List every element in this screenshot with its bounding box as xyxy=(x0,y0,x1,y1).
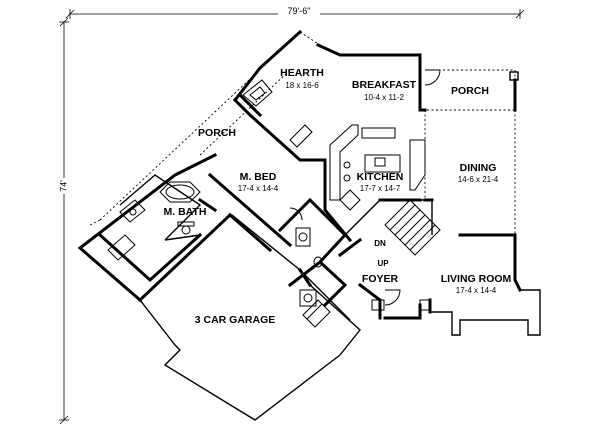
master-bath-fixtures xyxy=(107,199,195,261)
dining-label: DINING xyxy=(460,162,497,174)
master-bed-label: M. BED xyxy=(240,171,277,183)
master-tub xyxy=(159,181,201,203)
hearth-label: HEARTH xyxy=(280,67,324,79)
living-room-size: 17-4 x 14-4 xyxy=(456,286,497,295)
stairs-up-label: UP xyxy=(377,259,389,268)
breakfast-size: 10-4 x 11-2 xyxy=(364,93,404,102)
master-bed-size: 17-4 x 14-4 xyxy=(238,184,279,193)
hearth-size: 18 x 16-6 xyxy=(285,81,319,90)
width-label: 79'-6" xyxy=(288,6,311,16)
living-room-label: LIVING ROOM xyxy=(441,273,512,285)
garage-label: 3 CAR GARAGE xyxy=(195,314,276,326)
hearth-fireplace xyxy=(242,79,273,107)
kitchen-counters xyxy=(329,124,426,211)
porch-outlines xyxy=(89,31,516,235)
kitchen-label: KITCHEN xyxy=(357,171,404,183)
staircase xyxy=(384,199,441,256)
porch-right-label: PORCH xyxy=(451,85,489,97)
foyer-label: FOYER xyxy=(362,273,399,285)
utility-fixtures xyxy=(295,227,323,307)
foyer-doors xyxy=(371,289,431,311)
kitchen-size: 17-7 x 14-7 xyxy=(360,184,401,193)
master-bath-label: M. BATH xyxy=(164,206,207,218)
dimension-width: 79'-6" xyxy=(65,5,525,19)
depth-label: 74' xyxy=(58,180,68,192)
interior-walls xyxy=(97,92,517,320)
garage-walls xyxy=(139,214,361,421)
hearth-windows xyxy=(289,124,313,148)
stairs-down-label: DN xyxy=(374,239,386,248)
dining-size: 14-6 x 21-4 xyxy=(458,175,499,184)
dimension-depth: 74' xyxy=(55,17,73,425)
dining-door-swings xyxy=(289,69,441,221)
room-labels: HEARTH 18 x 16-6 BREAKFAST 10-4 x 11-2 P… xyxy=(164,67,512,326)
porch-left-label: PORCH xyxy=(198,127,236,139)
breakfast-label: BREAKFAST xyxy=(352,79,417,91)
